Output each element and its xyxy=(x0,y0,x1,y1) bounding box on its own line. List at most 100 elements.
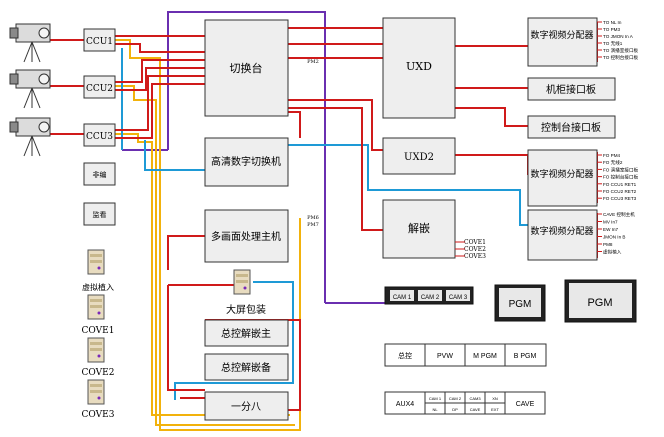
da3-output-item: 虚拟植入 xyxy=(603,249,622,256)
component-box xyxy=(83,123,116,147)
da2-output-item: FO CCU2 RET2 xyxy=(603,189,637,194)
aux-grid-1-3: CAM3 xyxy=(469,396,481,401)
mon-cam2-label: CAM 2 xyxy=(421,295,440,301)
aux-label: AUX4 xyxy=(396,401,414,408)
ccu3-label: CCU3 xyxy=(86,132,113,142)
da3-output-item: MV In7 xyxy=(603,220,618,225)
camera-column xyxy=(9,23,51,157)
multiviewer-label: 多画面处理主机 xyxy=(211,230,281,243)
da2-output-item: FO 无线2 xyxy=(603,159,623,166)
bigscreen-server xyxy=(233,269,251,295)
server-xuni xyxy=(87,249,105,275)
component-box xyxy=(204,19,289,117)
wire-red-ccu2-sw-a xyxy=(115,59,205,83)
component-box xyxy=(382,17,456,119)
server-cove1 xyxy=(87,294,105,320)
uxd-label: UXD xyxy=(406,60,432,73)
aux-grid-2-2: DP xyxy=(452,407,458,412)
hd-switcher-label: 高清数字切换机 xyxy=(211,155,281,168)
splitter-label: 一分八 xyxy=(231,401,261,413)
server-cove3 xyxy=(87,379,105,405)
wire-red-big-frame xyxy=(167,285,301,411)
component-box xyxy=(382,137,456,175)
row1-cell-2: PVW xyxy=(437,353,453,360)
component-box xyxy=(527,149,598,207)
component-box xyxy=(527,17,598,67)
da1-output-item: TO 无线1 xyxy=(603,40,623,47)
deembed-out-3: COVE3 xyxy=(464,253,486,260)
switcher-port-label: PM2 xyxy=(307,59,319,65)
component-box xyxy=(83,162,116,186)
camera-3 xyxy=(9,117,51,157)
mon-cam1-label: CAM 1 xyxy=(393,295,412,301)
wire-red-sw-down xyxy=(288,111,301,138)
feibian-label: 非编 xyxy=(93,170,107,179)
component-box xyxy=(83,202,116,226)
decoder-backup-label: 总控解嵌备 xyxy=(221,361,271,374)
da2-output-item: FO PM4 xyxy=(603,153,621,158)
wire-red-mv-down xyxy=(167,235,205,270)
switcher-label: 切换台 xyxy=(230,61,263,75)
camera-2 xyxy=(9,69,51,109)
wire-red-uxd-console xyxy=(455,107,528,127)
da2-output-item: FO 演播室接口板 xyxy=(603,166,639,173)
ccu2-label: CCU2 xyxy=(86,84,113,94)
wire-blue-hd-to-da3 xyxy=(288,144,528,226)
component-box xyxy=(204,319,289,347)
da2-output-item: FO 控制台接口板 xyxy=(603,174,639,181)
aux-grid-2-3: CAVE xyxy=(470,407,481,412)
wire-purple-top xyxy=(167,11,326,303)
server-cove2 xyxy=(87,337,105,363)
wire-blue-bigscreen xyxy=(174,281,294,400)
row1-cell-4: B PGM xyxy=(514,353,537,360)
cave-label: CAVE xyxy=(516,401,535,408)
aux-grid-1-2: CAM 2 xyxy=(449,396,462,401)
multiviewer-port-1: PM6 xyxy=(307,215,319,221)
da3-output-item: JMON In B xyxy=(603,235,625,240)
da3-output-item: PM8 xyxy=(603,242,613,247)
signal-wires xyxy=(50,11,598,431)
da1-output-item: TO 控制台接口板 xyxy=(603,54,639,61)
deembed-label: 解嵌 xyxy=(408,221,430,235)
component-box xyxy=(204,391,289,421)
component-box xyxy=(527,209,598,261)
wire-red-sw-uxd2 xyxy=(288,99,383,151)
da2-label: 数字视频分配器 xyxy=(530,168,593,180)
aux-grid-1-4: XN xyxy=(492,396,498,401)
component-box xyxy=(527,115,616,139)
wire-red-ccu3-sw-a xyxy=(115,75,205,131)
center-column: 切换台 PM2 高清数字切换机 多画面处理主机 PM6 PM7 大屏包装 总控解… xyxy=(204,19,319,421)
wire-yellow-2 xyxy=(115,85,295,426)
da1-output-item: TO 演播室接口板 xyxy=(603,47,639,54)
da3-label: 数字视频分配器 xyxy=(530,225,593,237)
middle-column: UXD UXD2 解嵌 COVE1 COVE2 COVE3 xyxy=(382,17,486,260)
da1-label: 数字视频分配器 xyxy=(530,29,593,41)
da3-output-item: EW In7 xyxy=(603,227,619,232)
cove2-label: COVE2 xyxy=(82,368,115,378)
da2-output-item: FO CCU1 RET1 xyxy=(603,182,637,187)
component-box xyxy=(382,199,456,259)
ccu-boxes: CCU1 CCU2 CCU3 非编 监看 xyxy=(83,28,116,226)
da3-output-item: CAVE 控制主机 xyxy=(603,211,635,218)
component-box xyxy=(83,75,116,99)
deembed-out-1: COVE1 xyxy=(464,239,486,246)
component-box xyxy=(204,353,289,381)
monitor-wall: CAM 1 CAM 2 CAM 3 PGM PGM 总控 PVW M PGM B… xyxy=(384,279,637,415)
row1-cell-3: M PGM xyxy=(473,353,497,360)
cove3-label: COVE3 xyxy=(82,410,115,420)
da1-output-item: TO PM3 xyxy=(603,27,620,32)
da1-output-item: TO JMON In A xyxy=(603,34,634,39)
ccu1-label: CCU1 xyxy=(86,37,113,47)
aux-grid-1-1: CAM 1 xyxy=(429,396,442,401)
pgm2-label: PGM xyxy=(587,297,612,309)
da2-output-item: FO CCU3 RET3 xyxy=(603,196,637,201)
xuni-label: 虚拟植入 xyxy=(82,282,114,292)
console-panel-label: 控制台接口板 xyxy=(541,121,601,134)
jiankan-label: 监看 xyxy=(93,210,107,219)
component-box xyxy=(204,137,289,187)
wire-blue-2 xyxy=(144,140,205,171)
wire-yellow-1 xyxy=(115,39,301,431)
